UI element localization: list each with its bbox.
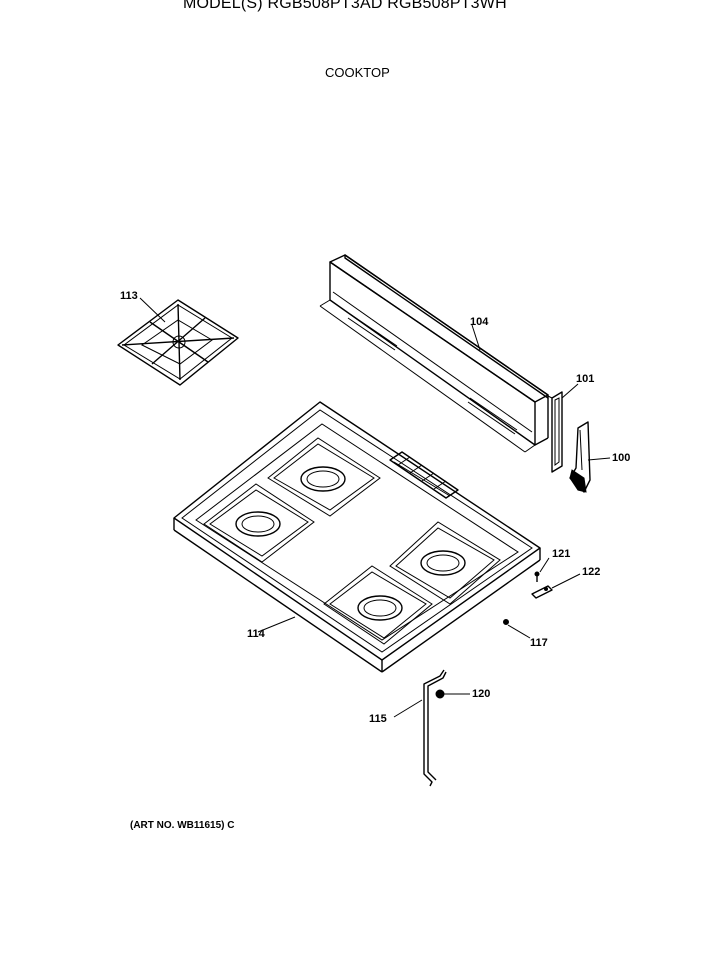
- screw-117-part: [503, 619, 509, 625]
- grate-part: [117, 299, 239, 386]
- leader-122: [551, 573, 581, 589]
- model-header: MODEL(S) RGB508PT3AD RGB508PT3WH: [183, 0, 507, 12]
- callout-104: 104: [470, 316, 489, 328]
- leader-117: [507, 624, 531, 639]
- screw-121-part: [534, 571, 540, 582]
- leader-100: [587, 457, 611, 461]
- leader-114: [257, 616, 296, 633]
- callout-113: 113: [120, 290, 138, 302]
- bracket-122-part: [531, 585, 553, 599]
- cooktop-part: [173, 401, 541, 673]
- art-number: (ART NO. WB11615) C: [130, 820, 235, 831]
- leader-115: [393, 699, 423, 718]
- callout-114: 114: [247, 628, 266, 640]
- section-title: COOKTOP: [325, 65, 390, 80]
- leader-113: [139, 297, 166, 323]
- callout-100: 100: [612, 452, 630, 464]
- callout-121: 121: [552, 548, 570, 560]
- callout-117: 117: [530, 637, 548, 649]
- callout-101: 101: [576, 373, 594, 385]
- leader-121: [539, 557, 550, 573]
- callout-115: 115: [369, 713, 387, 725]
- end-cap-left-part: [547, 391, 563, 473]
- rod-115-part: [423, 669, 447, 787]
- leader-104: [471, 324, 481, 351]
- end-cap-right-part: [569, 421, 591, 493]
- clip-120-part: [435, 689, 445, 699]
- leader-101: [561, 383, 579, 399]
- backsplash-part: [319, 254, 549, 453]
- callout-120: 120: [472, 688, 490, 700]
- callout-122: 122: [582, 566, 600, 578]
